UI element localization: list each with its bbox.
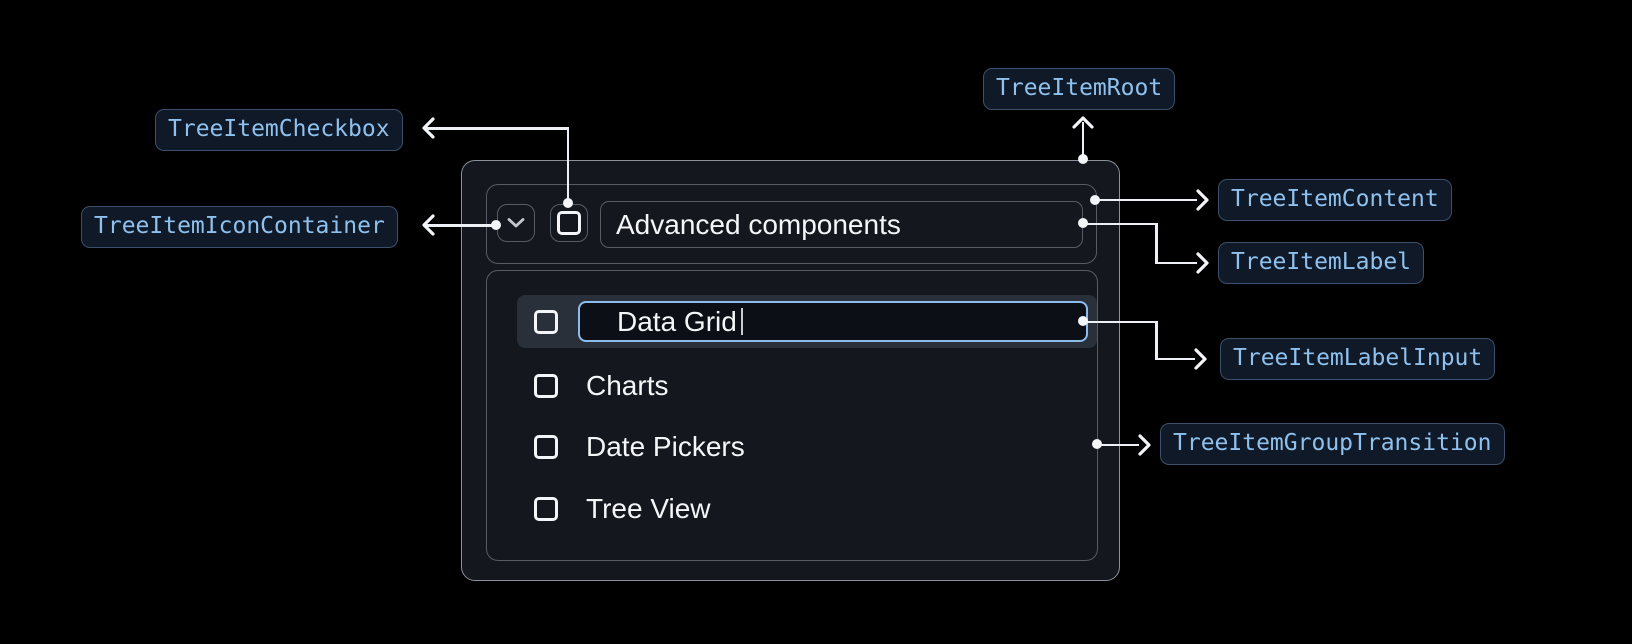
connector-dot-label — [1078, 218, 1088, 228]
tree-item-label: Tree View — [586, 492, 711, 524]
tree-item-date-pickers[interactable]: Date Pickers — [517, 420, 1097, 473]
arrow-left-icon — [422, 117, 435, 139]
checkbox-unchecked-icon — [557, 211, 581, 235]
checkbox-unchecked-icon[interactable] — [534, 434, 558, 459]
callout-tree-item-label-input: TreeItemLabelInput — [1220, 338, 1496, 380]
connector-input-h2 — [1156, 357, 1195, 360]
arrow-right-icon — [1138, 434, 1151, 456]
connector-content-h — [1097, 198, 1197, 201]
callout-tree-item-icon-container: TreeItemIconContainer — [81, 206, 398, 248]
checkbox-unchecked-icon[interactable] — [534, 496, 558, 521]
arrow-left-icon — [422, 214, 435, 236]
connector-label-h2 — [1156, 261, 1197, 264]
connector-dot-root — [1078, 154, 1088, 164]
callout-tree-item-group-transition: TreeItemGroupTransition — [1160, 423, 1505, 465]
arrow-right-icon — [1194, 348, 1207, 370]
connector-input-h1 — [1084, 320, 1157, 323]
tree-item-root: Advanced components Data Grid Charts Dat… — [461, 160, 1120, 581]
connector-dot-checkbox — [563, 198, 573, 208]
tree-item-charts[interactable]: Charts — [517, 359, 1097, 412]
tree-item-label: Advanced components — [600, 201, 1083, 248]
chevron-down-icon — [507, 218, 525, 228]
connector-checkbox-h — [424, 127, 569, 130]
tree-item-checkbox[interactable] — [550, 204, 588, 242]
callout-tree-item-root: TreeItemRoot — [983, 68, 1176, 110]
connector-label-v — [1155, 223, 1158, 264]
tree-item-tree-view[interactable]: Tree View — [517, 482, 1097, 535]
tree-item-group-transition: Data Grid Charts Date Pickers Tree View — [486, 270, 1098, 561]
callout-tree-item-checkbox: TreeItemCheckbox — [155, 109, 403, 151]
tree-item-label: Charts — [586, 369, 669, 401]
tree-item-label-input[interactable]: Data Grid — [578, 301, 1088, 342]
tree-item-content[interactable]: Advanced components — [486, 184, 1097, 264]
tree-item-data-grid[interactable]: Data Grid — [517, 295, 1097, 348]
checkbox-unchecked-icon[interactable] — [534, 309, 558, 334]
arrow-right-icon — [1196, 189, 1209, 211]
connector-dot-content — [1090, 195, 1100, 205]
connector-dot-group — [1092, 439, 1102, 449]
connector-label-h1 — [1084, 222, 1157, 225]
arrow-up-icon — [1072, 116, 1094, 129]
text-caret — [740, 308, 744, 335]
connector-dot-input — [1078, 316, 1088, 326]
connector-group-h — [1098, 443, 1139, 446]
connector-dot-iconcontainer — [491, 220, 501, 230]
expand-collapse-button[interactable] — [497, 204, 535, 242]
connector-iconcontainer-h — [424, 224, 495, 227]
arrow-right-icon — [1196, 252, 1209, 274]
label-input-value: Data Grid — [617, 305, 737, 337]
connector-root-v — [1081, 122, 1084, 158]
callout-tree-item-label: TreeItemLabel — [1218, 242, 1425, 284]
connector-input-v — [1155, 321, 1158, 360]
connector-checkbox-v — [566, 128, 569, 200]
callout-tree-item-content: TreeItemContent — [1218, 179, 1452, 221]
parent-item-label: Advanced components — [616, 208, 901, 240]
checkbox-unchecked-icon[interactable] — [534, 373, 558, 398]
tree-item-label: Date Pickers — [586, 430, 745, 462]
